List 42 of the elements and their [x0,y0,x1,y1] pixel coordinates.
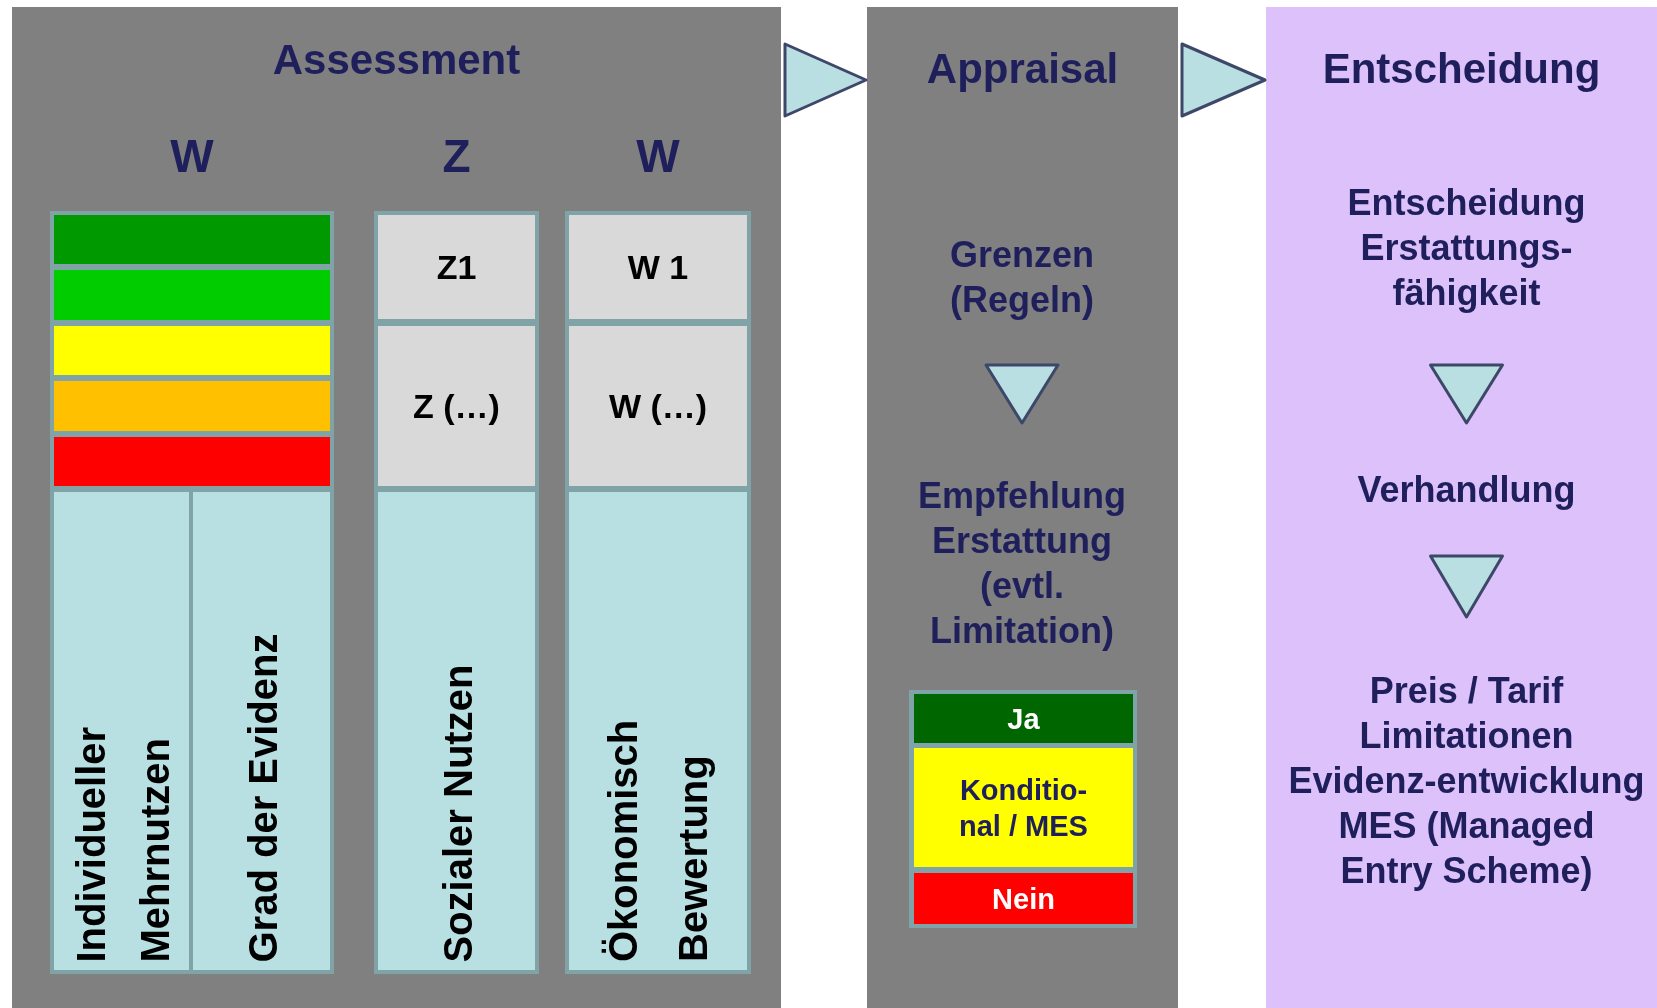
column-heading: Z [441,129,472,184]
criterion-cell: Z (…) [378,326,535,486]
panel-title: Entscheidung [1321,44,1602,94]
criterion-cell [193,492,330,970]
criterion-cell [378,492,535,970]
rating-bar [54,381,330,431]
rating-cell [914,748,1133,867]
stage-panel [867,7,1178,1008]
arrow [1429,554,1504,619]
step-text: Empfehlung Erstattung (evtl. Limitation) [897,423,1147,653]
rating-bar [54,215,330,264]
column-heading: W [169,129,215,184]
rotated-label: Individueller Mehrnutzen [66,725,177,962]
stage-panel [1266,7,1657,1008]
step-text: Verhandlung [1288,423,1645,556]
rating-cell [914,873,1133,924]
rating-cell [914,694,1133,743]
rotated-label: Ökonomisch Bewertung [600,718,716,962]
panel-title: Assessment [271,35,522,85]
rating-label: Konditio- nal / MES [958,772,1089,844]
arrow [1180,42,1267,118]
criterion-cell: W (…) [569,326,747,486]
step-text: Preis / Tarif Limitationen Evidenz-entwicklung MES (Managed Entry Scheme) [1288,617,1645,893]
rotated-label: Sozialer Nutzen [433,664,480,962]
arrow [984,363,1060,425]
criterion-cell: Z1 [378,215,535,319]
column-heading: W [635,129,681,184]
arrow [1429,363,1504,425]
criterion-cell [54,492,189,970]
criterion-cell [569,492,747,970]
rotated-label: Grad der Evidenz [238,633,285,962]
criterion-cell: W 1 [569,215,747,319]
stage-panel [12,7,781,1008]
rating-label: Ja [1007,701,1040,737]
panel-title: Appraisal [925,44,1120,94]
rating-bar [54,270,330,320]
arrow [783,42,868,118]
step-text: Entscheidung Erstattungs- fähigkeit [1288,180,1645,365]
rating-bar [54,326,330,375]
rating-bar [54,437,330,486]
step-text: Grenzen (Regeln) [902,232,1142,365]
rating-label: Nein [992,881,1055,917]
